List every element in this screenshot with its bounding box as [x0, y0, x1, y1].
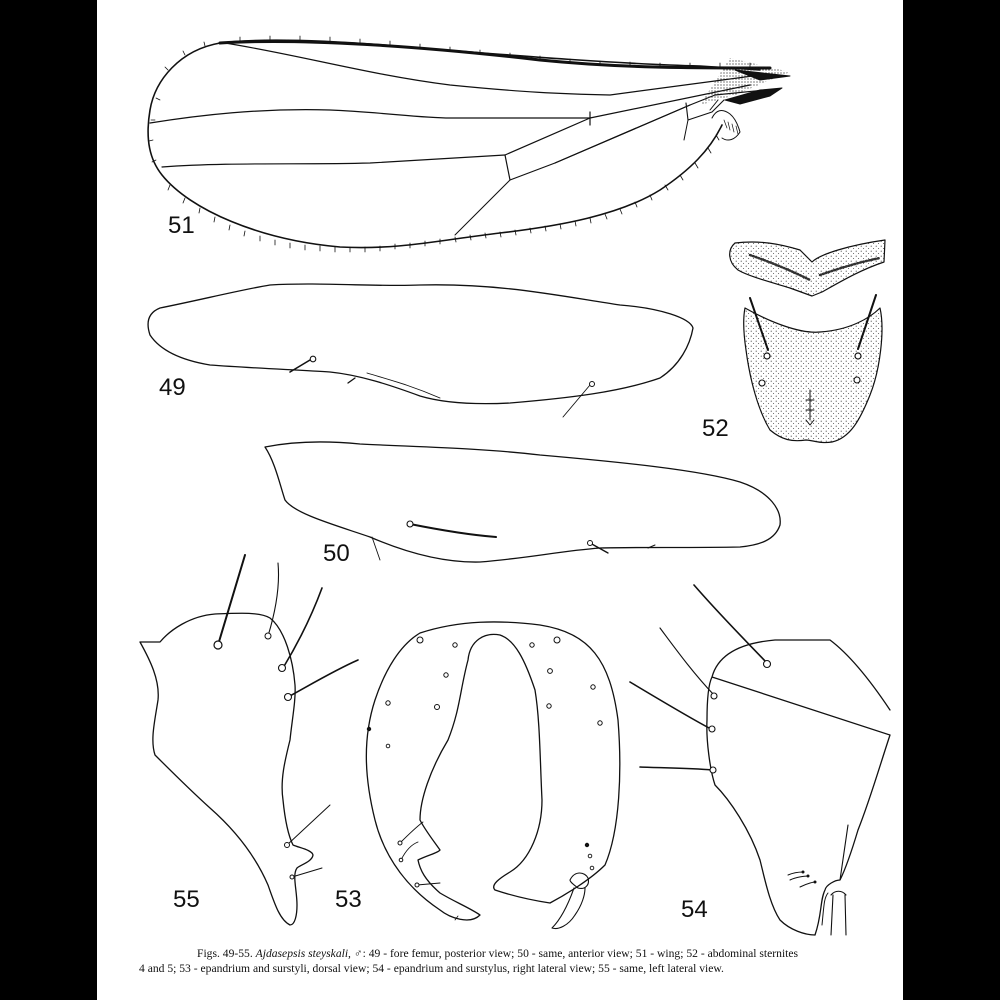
caption-prefix: Figs. 49-55.: [197, 947, 253, 960]
caption-line-1: Figs. 49-55. Ajdasepsis steyskali, ♂: 49…: [139, 946, 899, 961]
epandrium-left-lateral-drawing: [139, 554, 359, 926]
figure-label-49: 49: [159, 374, 186, 401]
caption-line-2: 4 and 5; 53 - epandrium and surstyli, do…: [139, 962, 724, 975]
caption-species: Ajdasepsis steyskali,: [255, 947, 351, 960]
illustration-plate: [139, 35, 891, 936]
figure-label-55: 55: [173, 886, 200, 913]
epandrium-right-lateral-drawing: [629, 584, 891, 936]
figure-caption: Figs. 49-55. Ajdasepsis steyskali, ♂: 49…: [139, 946, 899, 976]
figure-label-51: 51: [168, 212, 195, 239]
figure-label-53: 53: [335, 886, 362, 913]
caption-sex-symbol: ♂: [353, 947, 363, 960]
plate-page: 51 49 52 50 55 53 54 Figs. 49-55. Ajdase…: [97, 0, 903, 1000]
figure-label-50: 50: [323, 540, 350, 567]
fore-femur-anterior-drawing: [264, 441, 781, 563]
fore-femur-posterior-drawing: [147, 283, 694, 418]
sternites-drawing: [729, 239, 886, 444]
wing-drawing: [147, 35, 791, 253]
caption-line1-text: : 49 - fore femur, posterior view; 50 - …: [362, 947, 799, 960]
figure-label-52: 52: [702, 415, 729, 442]
figure-label-54: 54: [681, 896, 708, 923]
epandrium-dorsal-drawing: [365, 621, 621, 930]
